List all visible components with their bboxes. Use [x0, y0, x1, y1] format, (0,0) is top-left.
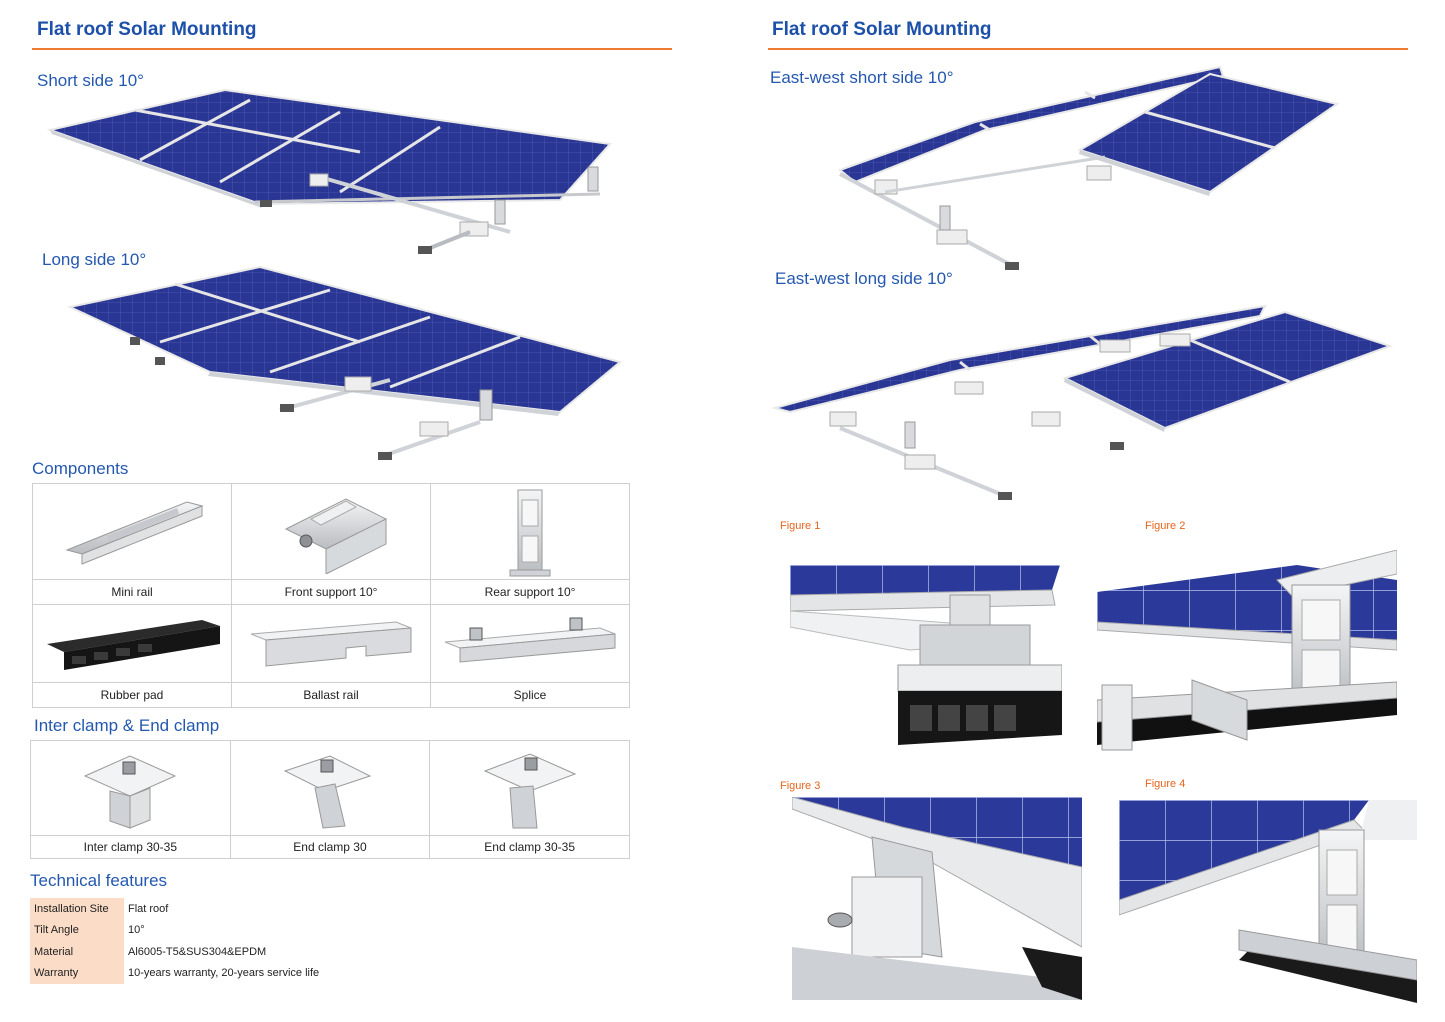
technical-table: Installation Site Flat roof Tilt Angle 1… — [30, 898, 323, 984]
figure-3-image — [792, 797, 1082, 1000]
component-image-cell — [231, 604, 431, 683]
component-image-cell — [430, 483, 630, 580]
front-support-icon — [284, 498, 388, 574]
component-image-cell — [430, 604, 630, 683]
component-caption: Splice — [430, 682, 630, 708]
component-caption: Rear support 10° — [430, 579, 630, 605]
ew-short-array-image — [825, 62, 1345, 277]
component-caption: Front support 10° — [231, 579, 431, 605]
tech-row: Tilt Angle 10° — [30, 919, 323, 941]
figure-1-image — [790, 565, 1062, 745]
ballast-rail-icon — [250, 620, 412, 667]
clamp-caption: End clamp 30-35 — [429, 835, 630, 859]
ew-long-heading: East-west long side 10° — [775, 269, 953, 288]
right-title-rule — [768, 48, 1408, 50]
tech-value: 10° — [128, 924, 145, 937]
ew-short-heading: East-west short side 10° — [770, 68, 954, 87]
mini-rail-icon — [65, 500, 204, 565]
clamp-image-cell — [30, 740, 231, 836]
ew-long-array-image — [770, 300, 1395, 505]
technical-heading: Technical features — [30, 871, 168, 890]
figure-4-label: Figure 4 — [1145, 778, 1186, 790]
tech-row: Warranty 10-years warranty, 20-years ser… — [30, 962, 323, 984]
clamps-table: Inter clamp 30-35 End clamp 30 End clamp… — [30, 740, 630, 859]
tech-row: Material Al6005-T5&SUS304&EPDM — [30, 941, 323, 963]
figure-2-label: Figure 2 — [1145, 520, 1186, 532]
tech-value: Flat roof — [128, 902, 169, 915]
figure-4-image — [1119, 800, 1417, 1003]
components-heading: Components — [32, 459, 129, 478]
tech-value: 10-years warranty, 20-years service life — [128, 967, 320, 980]
rear-support-icon — [509, 489, 551, 576]
splice-icon — [444, 617, 616, 663]
figure-1-label: Figure 1 — [780, 520, 821, 532]
left-title-rule — [32, 48, 672, 50]
clamp-caption: Inter clamp 30-35 — [30, 835, 231, 859]
clamps-heading: Inter clamp & End clamp — [34, 716, 220, 735]
tech-key: Material — [30, 941, 124, 963]
clamp-image-cell — [429, 740, 630, 836]
component-image-cell — [231, 483, 431, 580]
end-clamp-icon — [483, 752, 576, 828]
long-side-heading: Long side 10° — [42, 250, 147, 269]
tech-key: Warranty — [30, 962, 124, 984]
component-image-cell — [32, 483, 232, 580]
short-side-heading: Short side 10° — [37, 71, 144, 90]
end-clamp-icon — [283, 754, 372, 829]
components-table: Mini rail Front support 10° Rear support… — [32, 483, 630, 708]
component-image-cell — [32, 604, 232, 683]
tech-key: Installation Site — [30, 898, 124, 920]
figure-3-label: Figure 3 — [780, 780, 821, 792]
component-caption: Mini rail — [32, 579, 232, 605]
tech-key: Tilt Angle — [30, 919, 124, 941]
short-side-array-image — [40, 82, 625, 262]
clamp-caption: End clamp 30 — [229, 835, 431, 859]
figure-2-image — [1097, 550, 1397, 755]
component-caption: Ballast rail — [231, 682, 431, 708]
right-page-title: Flat roof Solar Mounting — [772, 19, 992, 40]
component-caption: Rubber pad — [32, 682, 232, 708]
rubber-pad-icon — [47, 619, 220, 670]
clamp-image-cell — [229, 740, 431, 836]
tech-value: Al6005-T5&SUS304&EPDM — [128, 945, 267, 958]
left-page-title: Flat roof Solar Mounting — [37, 19, 257, 40]
tech-row: Installation Site Flat roof — [30, 898, 323, 920]
inter-clamp-icon — [84, 754, 177, 829]
long-side-array-image — [60, 262, 630, 467]
